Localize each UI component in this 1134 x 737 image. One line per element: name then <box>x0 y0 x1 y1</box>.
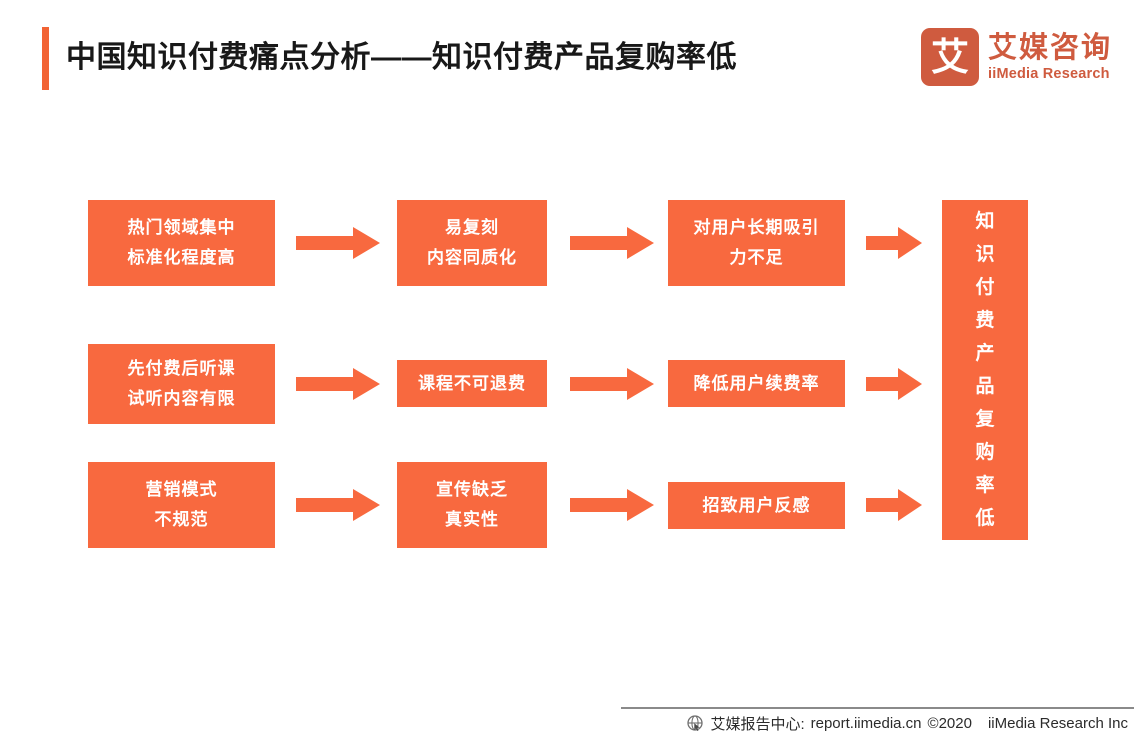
result-box-char: 购 <box>975 442 995 463</box>
flow-box-line: 试听内容有限 <box>127 389 236 408</box>
footer: 艾媒报告中心: report.iimedia.cn ©2020 iiMedia … <box>621 709 1134 737</box>
flow-box-line: 力不足 <box>729 248 784 267</box>
right-arrow-icon <box>296 368 380 400</box>
flow-box-r2c3: 降低用户续费率 <box>668 360 845 407</box>
page-title: 中国知识付费痛点分析——知识付费产品复购率低 <box>66 41 737 74</box>
right-arrow-icon <box>296 227 380 259</box>
flow-box-r3c2: 宣传缺乏 真实性 <box>397 462 547 548</box>
flow-box-line: 营销模式 <box>145 480 218 499</box>
flow-box-r1c2: 易复刻 内容同质化 <box>397 200 547 286</box>
logo-text: 艾媒咨询 iiMedia Research <box>988 32 1112 83</box>
flow-box-line: 热门领域集中 <box>127 218 236 237</box>
flow-box-line: 招致用户反感 <box>702 495 811 515</box>
footer-label: 艾媒报告中心: <box>710 715 805 733</box>
logo-name-en: iiMedia Research <box>987 65 1110 82</box>
right-arrow-icon <box>866 227 922 259</box>
right-arrow-icon <box>296 489 380 521</box>
result-box-char: 费 <box>975 310 995 331</box>
flow-box-line: 易复刻 <box>445 218 499 237</box>
footer-url[interactable]: report.iimedia.cn <box>810 714 922 732</box>
flow-result-box: 知识付费产品复购率低 <box>942 200 1028 540</box>
flow-box-line: 内容同质化 <box>427 248 517 267</box>
result-box-char: 复 <box>975 409 995 430</box>
flow-box-r1c3: 对用户长期吸引 力不足 <box>668 200 845 286</box>
flow-box-line: 不规范 <box>154 510 209 529</box>
result-box-char: 率 <box>975 475 995 496</box>
right-arrow-icon <box>866 489 922 521</box>
flow-box-line: 先付费后听课 <box>127 359 236 378</box>
flow-box-r3c3: 招致用户反感 <box>668 482 845 529</box>
right-arrow-icon <box>570 227 654 259</box>
footer-copyright: ©2020 <box>927 714 972 732</box>
flow-box-line: 宣传缺乏 <box>436 480 508 499</box>
right-arrow-icon <box>866 368 922 400</box>
flow-box-r2c1: 先付费后听课 试听内容有限 <box>88 344 275 424</box>
footer-divider <box>621 707 1134 709</box>
result-box-char: 品 <box>975 376 995 397</box>
footer-company: iiMedia Research Inc <box>987 714 1128 732</box>
right-arrow-icon <box>570 368 654 400</box>
globe-cursor-icon <box>687 714 704 732</box>
iimedia-logo: 艾 艾媒咨询 iiMedia Research <box>920 26 1112 88</box>
result-box-char: 低 <box>975 508 995 529</box>
logo-name-cn: 艾媒咨询 <box>987 31 1112 64</box>
result-box-char: 付 <box>975 277 995 298</box>
flow-box-line: 对用户长期吸引 <box>693 218 820 237</box>
flow-box-line: 标准化程度高 <box>127 248 236 267</box>
result-box-char: 知 <box>975 211 995 232</box>
flow-box-r2c2: 课程不可退费 <box>397 360 547 407</box>
flow-box-line: 课程不可退费 <box>418 373 526 393</box>
logo-mark-icon: 艾 <box>920 28 979 86</box>
title-accent-bar <box>42 27 49 90</box>
slide-header: 中国知识付费痛点分析——知识付费产品复购率低 艾 艾媒咨询 iiMedia Re… <box>0 0 1134 110</box>
right-arrow-icon <box>570 489 654 521</box>
flow-box-r3c1: 营销模式 不规范 <box>88 462 275 548</box>
flow-box-r1c1: 热门领域集中 标准化程度高 <box>88 200 275 286</box>
flow-box-line: 真实性 <box>445 510 499 529</box>
flow-box-line: 降低用户续费率 <box>693 373 820 393</box>
result-box-char: 产 <box>975 343 995 364</box>
result-box-char: 识 <box>975 244 995 265</box>
